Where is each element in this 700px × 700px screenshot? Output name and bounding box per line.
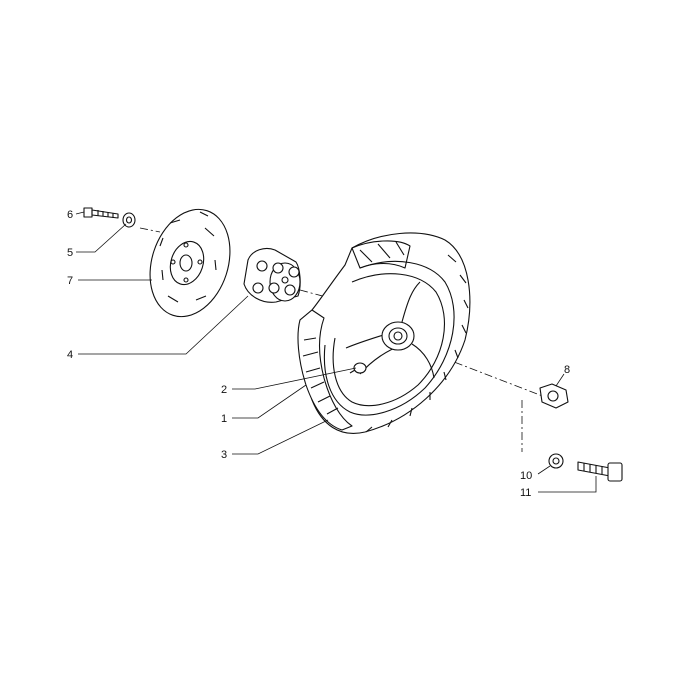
callout-11: 11 bbox=[520, 487, 531, 499]
callout-1: 1 bbox=[221, 413, 227, 425]
axis-line-rear bbox=[139, 227, 161, 233]
leader-5 bbox=[76, 223, 127, 253]
callout-3: 3 bbox=[221, 449, 227, 461]
leader-10 bbox=[537, 465, 551, 475]
leader-3 bbox=[232, 419, 329, 455]
axle-nut bbox=[539, 383, 569, 409]
callout-2: 2 bbox=[221, 384, 227, 396]
rim-hub bbox=[381, 321, 415, 351]
washer-lower bbox=[548, 453, 564, 469]
callout-10: 10 bbox=[520, 470, 532, 482]
wheel-hub bbox=[243, 247, 301, 303]
washer-small bbox=[122, 212, 136, 228]
leader-2 bbox=[232, 367, 357, 390]
brake-disc bbox=[149, 208, 231, 318]
valve bbox=[353, 362, 367, 374]
leader-1 bbox=[232, 384, 307, 419]
callout-5: 5 bbox=[67, 247, 73, 259]
bolt-axle bbox=[577, 461, 623, 482]
leader-11 bbox=[538, 476, 597, 493]
leader-6 bbox=[75, 211, 85, 215]
tire-wheel bbox=[297, 232, 471, 434]
axis-line-hub bbox=[299, 289, 331, 299]
leader-lines bbox=[75, 211, 597, 493]
callout-8: 8 bbox=[564, 364, 570, 376]
callout-7: 7 bbox=[67, 275, 73, 287]
leader-8 bbox=[555, 373, 565, 387]
callout-4: 4 bbox=[67, 349, 73, 361]
callout-6: 6 bbox=[67, 209, 73, 221]
leader-4 bbox=[78, 295, 249, 355]
bolt-small bbox=[83, 207, 119, 219]
